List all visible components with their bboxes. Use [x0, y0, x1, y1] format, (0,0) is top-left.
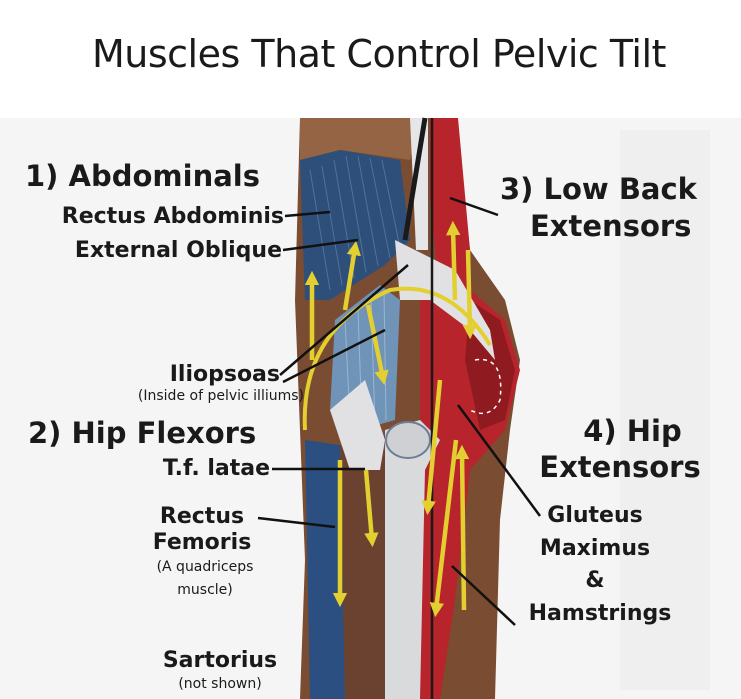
arrow-abdominal-mid	[342, 240, 361, 311]
arrow-hamstrings-right	[454, 444, 470, 611]
leader-gluteus	[456, 404, 542, 517]
tf-latae-label: T.f. latae	[162, 456, 270, 481]
leader-external-oblique	[282, 238, 359, 252]
leader-rectus-abdominis	[284, 210, 331, 218]
hip-extensors-heading-line2: Extensors	[539, 450, 701, 484]
pelvis-ring-line	[302, 286, 492, 431]
arrow-gluteus	[421, 379, 443, 516]
femoral-head	[385, 421, 431, 459]
sartorius-label: Sartorius	[162, 648, 278, 673]
leader-low-back	[449, 196, 499, 217]
rectus-femoris-muscle	[340, 445, 385, 699]
low-back-heading-line2: Extensors	[530, 209, 692, 243]
rectus-femoris-label-line2: Femoris	[152, 530, 252, 555]
femur-bone	[385, 420, 440, 699]
leader-iliopsoas-1	[279, 264, 409, 376]
iliopsoas-muscle	[330, 285, 400, 430]
torso-skin	[300, 118, 420, 160]
hip-extensors-heading-line1: 4) Hip	[583, 414, 682, 448]
gluteus-label-line3: &	[585, 568, 605, 593]
abdominal-muscles	[300, 150, 410, 300]
pubic-bone	[330, 380, 385, 470]
rectus-femoris-label-line1: Rectus	[159, 504, 245, 529]
spine-black-line	[402, 117, 428, 241]
iliopsoas-note: (Inside of pelvic illiums)	[137, 388, 304, 404]
gluteus-label-line1: Gluteus	[547, 503, 643, 528]
rectus-abdominis-label: Rectus Abdominis	[61, 204, 284, 229]
arrow-iliopsoas	[365, 304, 389, 386]
hamstrings-label: Hamstrings	[528, 601, 672, 626]
spine-bone	[410, 118, 428, 250]
abdominals-heading: 1) Abdominals	[25, 159, 260, 193]
low-back-extensors	[430, 118, 470, 300]
leader-lines	[257, 196, 542, 626]
abdominal-fibers	[309, 155, 401, 291]
force-arrows	[304, 220, 478, 618]
arrow-tfl	[363, 469, 379, 548]
front-thigh-muscle	[305, 440, 345, 699]
external-oblique-label: External Oblique	[74, 238, 282, 263]
rectus-femoris-note-line1: (A quadriceps	[156, 559, 254, 575]
hip-flexors-heading: 2) Hip Flexors	[28, 416, 257, 450]
rectus-femoris-note-line2: muscle)	[177, 582, 233, 598]
leader-hamstrings	[451, 565, 516, 626]
gluteus-dashed-outline	[469, 358, 502, 415]
iliopsoas-label: Iliopsoas	[169, 362, 280, 387]
arrow-low-back-right	[462, 249, 478, 340]
leader-rectus-femoris	[257, 516, 336, 529]
page-title: Muscles That Control Pelvic Tilt	[92, 32, 666, 76]
background-panel-right	[620, 130, 710, 690]
arrow-low-back-left	[446, 220, 461, 301]
leader-iliopsoas-2	[282, 328, 386, 384]
low-back-heading-line1: 3) Low Back	[500, 172, 697, 206]
arrow-hamstrings-left	[429, 439, 459, 618]
sartorius-note: (not shown)	[178, 676, 262, 692]
gluteus-label-line2: Maximus	[539, 536, 651, 561]
